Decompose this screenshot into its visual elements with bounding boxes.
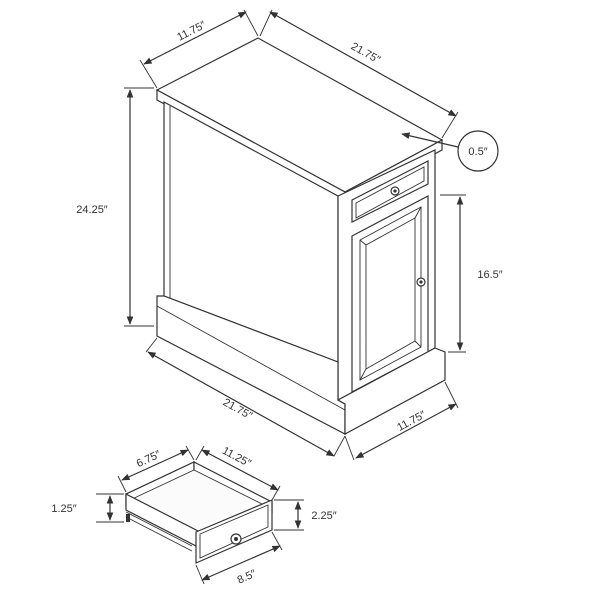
cabinet [155, 37, 446, 436]
label-base-depth: 11.75″ [395, 409, 428, 434]
label-height: 24.25″ [76, 204, 108, 216]
label-drawer-inner-height: 1.25″ [51, 503, 76, 515]
drawer-front [351, 160, 429, 223]
label-drawer-height: 2.25″ [311, 510, 336, 522]
dimension-lines [124, 9, 499, 461]
thickness-callout [457, 130, 499, 172]
label-door-height: 16.5″ [477, 269, 502, 281]
label-drawer-depth: 6.75″ [135, 448, 163, 470]
label-top-thickness: 0.5″ [468, 146, 487, 158]
label-drawer-width: 11.25″ [220, 445, 253, 470]
label-top-width: 21.75″ [349, 41, 382, 67]
label-drawer-front-width: 8.5″ [236, 568, 259, 587]
drawer-detail [96, 445, 304, 585]
label-base-width: 21.75″ [221, 397, 254, 423]
